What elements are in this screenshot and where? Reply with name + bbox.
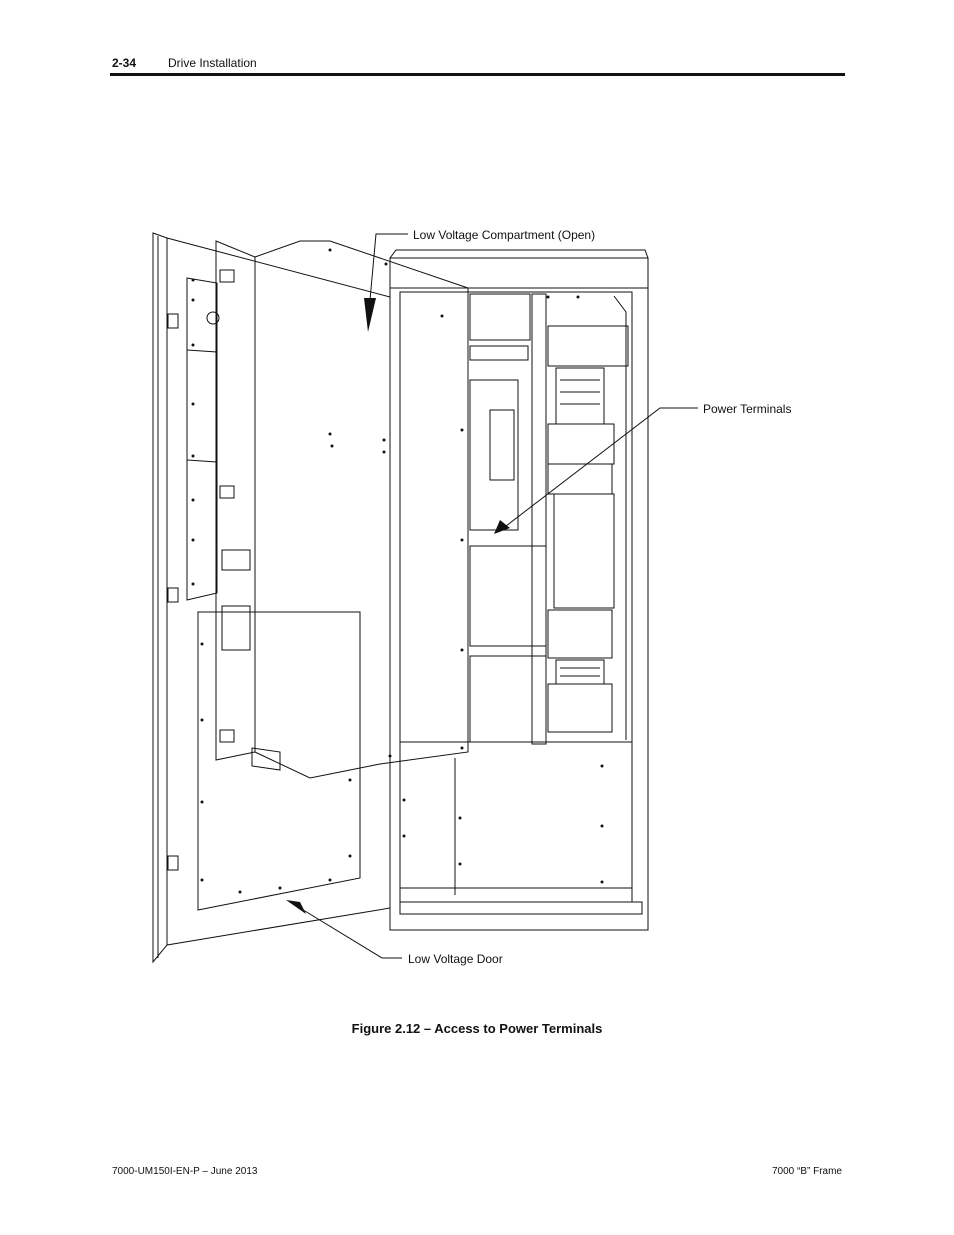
footer-frame: 7000 “B” Frame bbox=[771, 1166, 842, 1177]
label-lv-compartment: Low Voltage Compartment (Open) bbox=[413, 228, 596, 242]
low-voltage-door bbox=[152, 232, 391, 964]
arrow-lv-compartment bbox=[364, 298, 376, 332]
low-voltage-compartment bbox=[215, 240, 469, 779]
footer-document-id: 7000-UM150I-EN-P – June 2013 bbox=[112, 1166, 258, 1177]
page-number: 2-34 bbox=[112, 56, 137, 70]
leader-lines bbox=[299, 233, 698, 959]
hardware-fasteners bbox=[191, 248, 604, 894]
cabinet-body bbox=[389, 249, 649, 931]
label-power-terminals: Power Terminals bbox=[703, 402, 792, 416]
label-lv-door: Low Voltage Door bbox=[408, 952, 503, 966]
arrow-power-terminals bbox=[494, 520, 510, 534]
arrow-lv-door bbox=[286, 900, 306, 914]
cabinet-internals bbox=[469, 293, 629, 745]
figure-caption: Figure 2.12 – Access to Power Terminals bbox=[351, 1021, 603, 1036]
section-title: Drive Installation bbox=[168, 56, 257, 70]
header-rule bbox=[110, 73, 845, 76]
